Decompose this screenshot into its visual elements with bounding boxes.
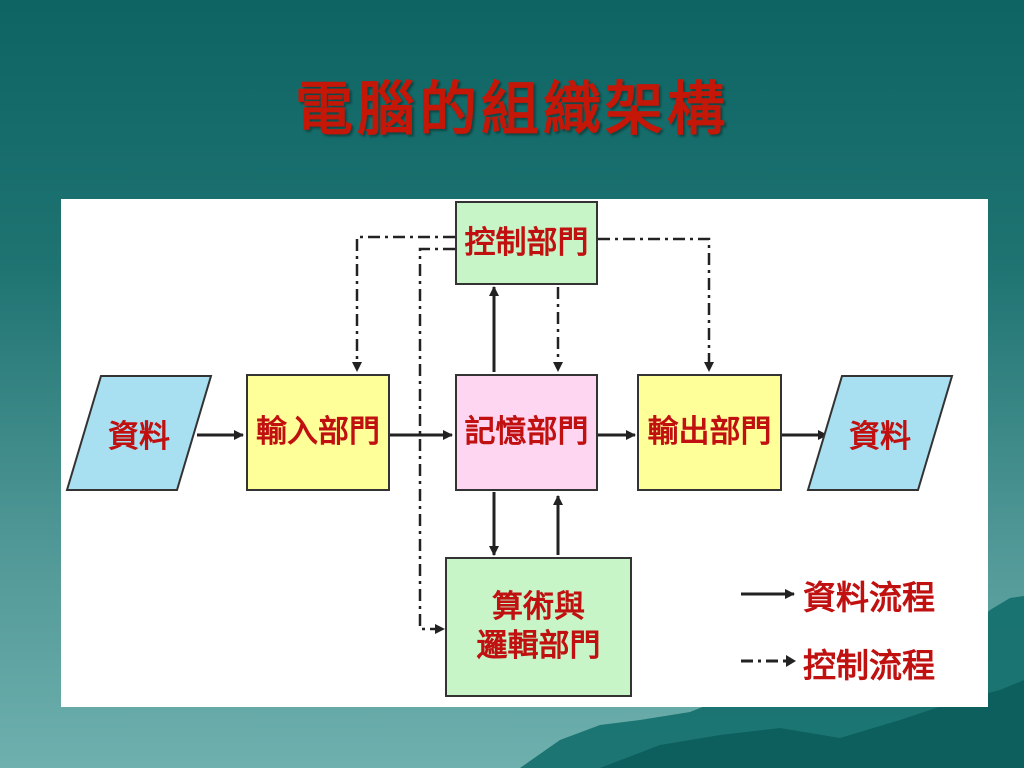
control-line-to-output — [598, 237, 711, 366]
legend-data-flow: 資料流程 — [803, 578, 935, 617]
page-title: 電腦的組織架構 — [294, 75, 729, 143]
input-unit-label: 輸入部門 — [256, 414, 380, 451]
control-line-to-alu — [418, 247, 455, 631]
output-unit-label: 輸出部門 — [647, 414, 772, 451]
legend-control-flow: 控制流程 — [803, 646, 935, 685]
output-data-label: 資料 — [849, 418, 911, 455]
diagram-panel: 資料 資料 輸入部門 控制部門 記憶部門 輸出部門 算術與 邏輯部門 資料流程 … — [61, 199, 988, 707]
memory-unit-box: 記憶部門 — [455, 374, 598, 491]
alu-label-line1: 算術與 — [492, 589, 585, 626]
diagram-connectors — [197, 235, 828, 667]
control-line-to-input — [355, 235, 455, 366]
input-data-label: 資料 — [108, 418, 170, 455]
memory-unit-label: 記憶部門 — [464, 414, 589, 451]
input-data-shape: 資料 — [65, 374, 213, 492]
input-unit-box: 輸入部門 — [246, 374, 390, 491]
alu-unit-box: 算術與 邏輯部門 — [445, 557, 632, 697]
control-unit-label: 控制部門 — [464, 224, 589, 261]
control-unit-box: 控制部門 — [455, 201, 598, 285]
output-unit-box: 輸出部門 — [637, 374, 782, 491]
output-data-shape: 資料 — [806, 374, 954, 492]
alu-label-line2: 邏輯部門 — [476, 628, 601, 664]
